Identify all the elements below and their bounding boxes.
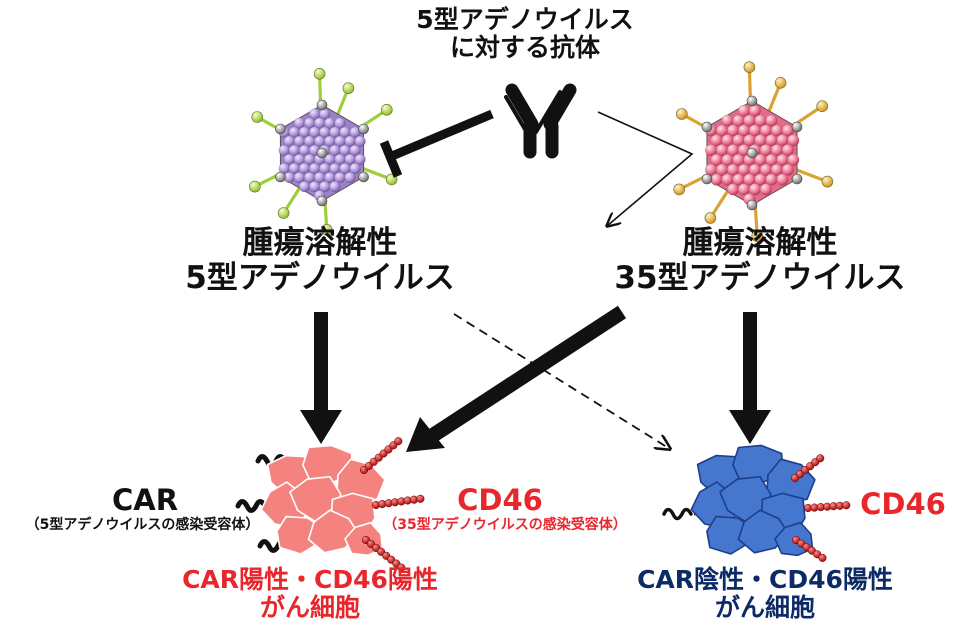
right-cell-label: CAR陰性・CD46陽性 がん細胞 — [600, 566, 930, 622]
penton-base — [275, 171, 286, 183]
right-cell-label-line2: がん細胞 — [714, 593, 815, 622]
inhibition-arrow — [379, 109, 494, 178]
capsid-subunit — [349, 144, 361, 156]
virus-fiber — [792, 167, 828, 184]
virus-fiber-knob — [743, 61, 756, 73]
cd46-receptor-label-left: CD46 — [457, 483, 543, 517]
virus-fiber-knob — [816, 100, 829, 112]
antibody-label: 5型アデノウイルス に対する抗体 — [380, 6, 670, 62]
virus-fiber-knob — [380, 104, 393, 116]
ad35-label-line1: 腫瘍溶解性 — [682, 225, 838, 261]
cd46-bead — [397, 563, 406, 572]
penton-base — [275, 123, 286, 135]
penton-base — [791, 121, 803, 133]
ad35-label-line2: 35型アデノウイルス — [614, 259, 906, 296]
infection-arrow-ad5-to-left-cell — [300, 312, 342, 444]
antibody-label-line1: 5型アデノウイルス — [416, 5, 634, 34]
capsid-subunit — [329, 181, 341, 193]
left-cell-label: CAR陽性・CD46陽性 がん細胞 — [155, 566, 465, 622]
weak-infection-dashed-arrow — [453, 313, 670, 449]
car-receptor-sublabel: （5型アデノウイルスの感染受容体） — [25, 517, 260, 533]
capsid-subunit — [781, 163, 794, 176]
ad5-capsid — [275, 99, 369, 207]
capsid-subunit — [787, 153, 800, 166]
capsid-subunit — [354, 153, 366, 165]
capsid-subunit — [726, 183, 739, 196]
car-negative-cancer-cell — [662, 444, 851, 562]
capsid-subunit — [344, 172, 356, 184]
ad5-fiber-group — [249, 68, 398, 236]
ad35-virus-particle — [673, 61, 834, 242]
left-cell-label-line2: がん細胞 — [259, 593, 360, 622]
antibody-label-line2: に対する抗体 — [449, 33, 600, 62]
cd46-receptor-sublabel-left: （35型アデノウイルスの感染受容体） — [383, 517, 627, 533]
car-receptor-label: CAR — [111, 483, 179, 517]
cd46-receptor-label-right: CD46 — [860, 487, 946, 521]
no-effect-arrow — [597, 111, 694, 226]
ad5-label-line2: 5型アデノウイルス — [185, 259, 455, 296]
virus-fiber-knob — [342, 82, 355, 94]
capsid-subunit — [298, 181, 310, 193]
ad35-virus-label: 腫瘍溶解性 35型アデノウイルス — [600, 226, 920, 295]
ad35-capsid — [701, 95, 803, 211]
virus-fiber-knob — [251, 111, 264, 123]
antibody-y-icon — [504, 83, 577, 159]
penton-base — [316, 99, 328, 111]
penton-base — [358, 171, 369, 183]
ad5-virus-label: 腫瘍溶解性 5型アデノウイルス — [170, 226, 470, 295]
cd46-receptor-group-left — [359, 437, 425, 572]
penton-base — [316, 147, 328, 159]
capsid-subunit — [776, 173, 789, 186]
ad5-virus-particle — [249, 68, 398, 236]
capsid-subunit — [334, 117, 346, 129]
penton-base — [746, 199, 758, 211]
capsid-subunit — [765, 114, 778, 127]
cd46-receptor-group-right — [790, 454, 851, 562]
capsid-subunit — [759, 183, 772, 196]
virus-fiber-knob — [673, 183, 686, 196]
cd46-bead — [394, 437, 403, 446]
right-cell-body — [690, 444, 816, 557]
right-cell-label-line1: CAR陰性・CD46陽性 — [637, 565, 893, 594]
penton-base — [746, 147, 758, 159]
cd46-bead — [816, 454, 825, 463]
infection-arrow-ad35-to-right-cell — [729, 312, 771, 444]
virus-fiber-knob — [821, 175, 834, 188]
car-absent-squiggle — [662, 507, 693, 521]
capsid-subunit — [710, 173, 723, 186]
capsid-subunit — [349, 162, 361, 174]
virus-fiber-knob — [320, 224, 333, 236]
virus-fiber-knob — [675, 108, 688, 120]
virus-fiber-knob — [313, 68, 326, 80]
virus-fiber-knob — [249, 180, 261, 193]
virus-fiber-knob — [751, 230, 764, 242]
penton-base — [701, 173, 713, 185]
cd46-bead — [818, 553, 827, 562]
left-cell-body — [260, 444, 386, 557]
capsid-subunit — [354, 135, 366, 147]
penton-base — [791, 173, 803, 185]
infection-arrow-ad35-to-left-cell — [406, 305, 627, 452]
virus-fiber-knob — [774, 77, 787, 89]
penton-base — [316, 195, 328, 207]
capsid-subunit — [787, 134, 800, 147]
penton-base — [701, 121, 713, 133]
car-positive-cancer-cell — [235, 437, 425, 572]
cd46-bead — [842, 501, 851, 510]
virus-fiber-knob — [704, 212, 717, 224]
ad5-label-line1: 腫瘍溶解性 — [242, 225, 398, 261]
left-cell-label-line1: CAR陽性・CD46陽性 — [182, 565, 438, 594]
capsid-subunit — [781, 144, 794, 157]
penton-base — [358, 123, 369, 135]
penton-base — [746, 95, 758, 107]
virus-fiber-knob — [277, 207, 290, 219]
cd46-bead — [416, 494, 425, 503]
